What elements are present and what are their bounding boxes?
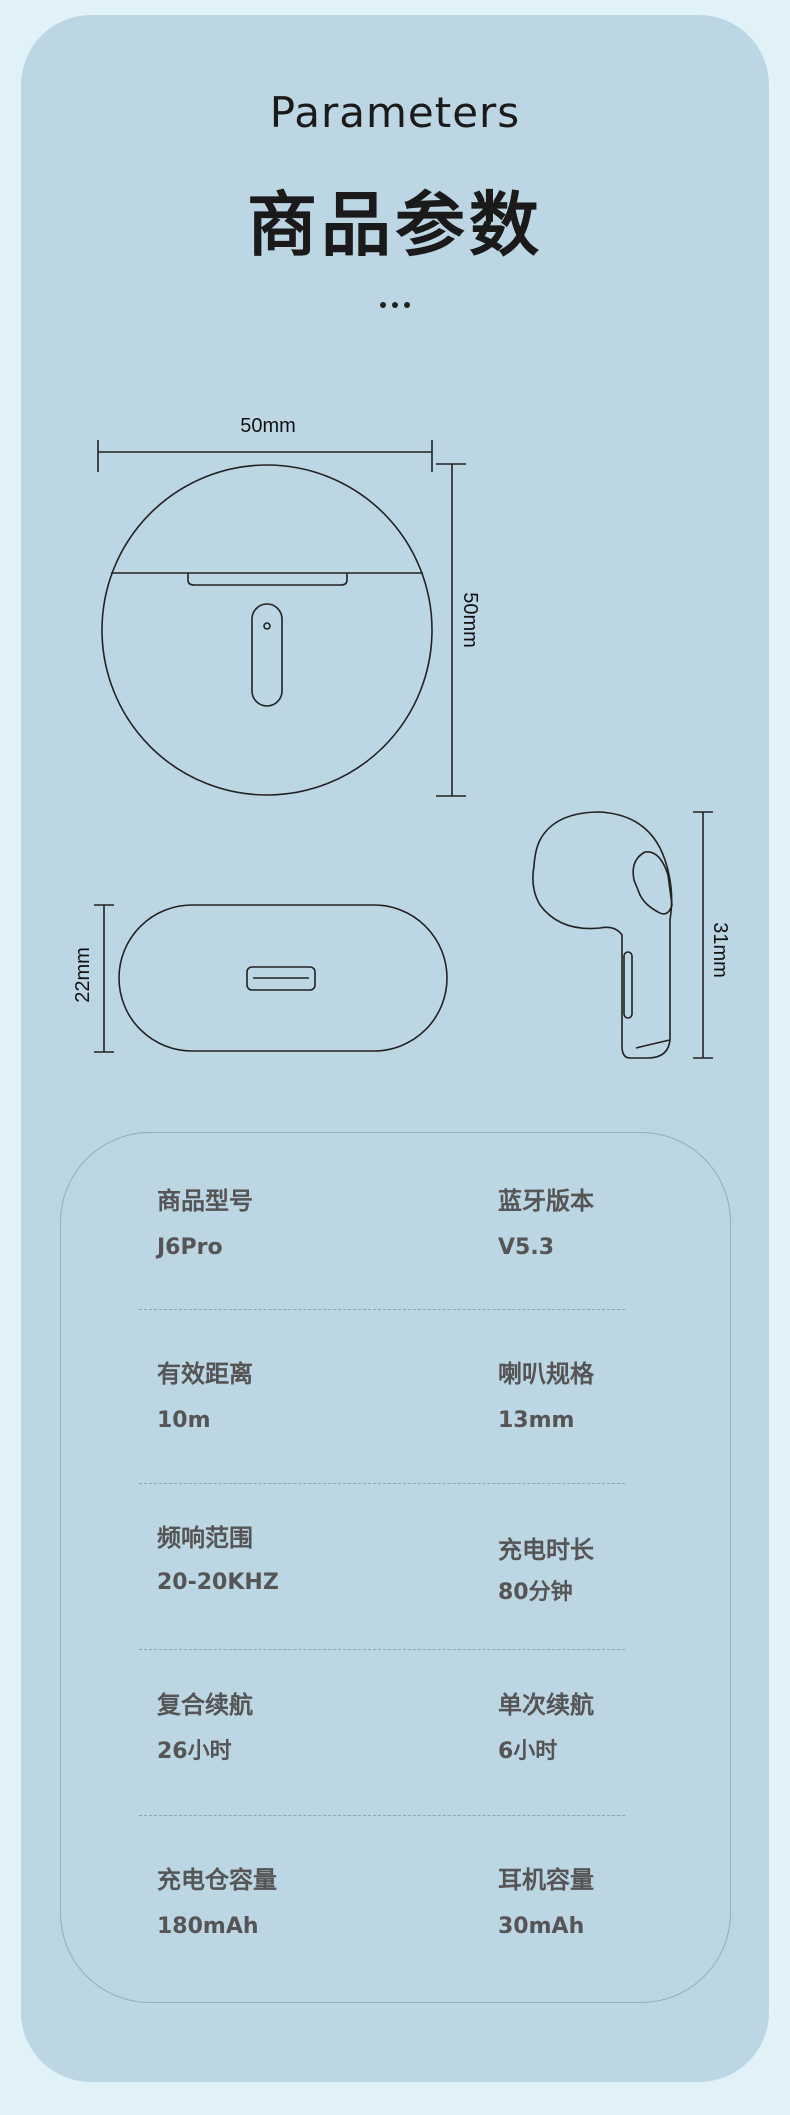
case-side-view bbox=[118, 904, 448, 1052]
spec-label: 有效距离 bbox=[157, 1360, 253, 1388]
case-depth-label: 22mm bbox=[72, 947, 94, 1003]
dot-icon bbox=[392, 302, 398, 308]
spec-value: 20-20KHZ bbox=[157, 1570, 279, 1595]
spec-label: 单次续航 bbox=[498, 1691, 594, 1719]
spec-label: 喇叭规格 bbox=[498, 1360, 594, 1388]
spec-label: 商品型号 bbox=[157, 1187, 253, 1215]
spec-value: J6Pro bbox=[157, 1235, 223, 1260]
spec-item-range: 有效距离 10m bbox=[157, 1362, 417, 1432]
spec-item-model: 商品型号 J6Pro bbox=[157, 1189, 417, 1259]
spec-label: 充电仓容量 bbox=[157, 1866, 277, 1894]
spec-value: 30mAh bbox=[498, 1914, 585, 1939]
spec-label: 蓝牙版本 bbox=[498, 1187, 594, 1215]
product-dimension-drawing: 50mm 50mm 22mm 31mm bbox=[72, 415, 731, 1059]
page-title-english: Parameters bbox=[269, 88, 521, 137]
spec-value: 6小时 bbox=[498, 1739, 558, 1764]
earbud-height-dimension-line bbox=[693, 811, 713, 1059]
dot-icon bbox=[404, 302, 410, 308]
spec-item-total-battery-life: 复合续航 26小时 bbox=[157, 1693, 417, 1763]
spec-item-earbud-capacity: 耳机容量 30mAh bbox=[498, 1868, 758, 1938]
spec-label: 复合续航 bbox=[157, 1691, 253, 1719]
case-width-label: 50mm bbox=[240, 415, 296, 437]
dashed-divider bbox=[139, 1649, 625, 1650]
spec-item-bluetooth-version: 蓝牙版本 V5.3 bbox=[498, 1189, 758, 1259]
case-height-label: 50mm bbox=[459, 592, 481, 648]
case-width-dimension-line bbox=[97, 440, 433, 472]
spec-item-case-capacity: 充电仓容量 180mAh bbox=[157, 1868, 417, 1938]
spec-label: 频响范围 bbox=[157, 1524, 253, 1552]
case-top-view bbox=[101, 464, 433, 796]
spec-value: 26小时 bbox=[157, 1739, 232, 1764]
spec-item-single-battery-life: 单次续航 6小时 bbox=[498, 1693, 758, 1763]
case-height-dimension-line bbox=[436, 463, 466, 797]
spec-item-charging-time: 充电时长 80分钟 bbox=[498, 1538, 758, 1604]
dashed-divider bbox=[139, 1483, 625, 1484]
ellipsis-decoration bbox=[0, 302, 790, 308]
spec-value: 80分钟 bbox=[498, 1580, 573, 1605]
spec-item-frequency-response: 频响范围 20-20KHZ bbox=[157, 1526, 417, 1594]
spec-item-speaker-size: 喇叭规格 13mm bbox=[498, 1362, 758, 1432]
case-depth-dimension-line bbox=[94, 904, 114, 1053]
spec-label: 充电时长 bbox=[498, 1536, 594, 1564]
dashed-divider bbox=[139, 1815, 625, 1816]
spec-label: 耳机容量 bbox=[498, 1866, 594, 1894]
spec-value: 10m bbox=[157, 1408, 211, 1433]
spec-value: 180mAh bbox=[157, 1914, 259, 1939]
earbud-height-label: 31mm bbox=[709, 922, 731, 978]
spec-card: 商品型号 J6Pro 蓝牙版本 V5.3 有效距离 10m 喇叭规格 13mm … bbox=[60, 1132, 731, 2003]
spec-value: V5.3 bbox=[498, 1235, 554, 1260]
dot-icon bbox=[380, 302, 386, 308]
dashed-divider bbox=[139, 1309, 625, 1310]
spec-value: 13mm bbox=[498, 1408, 575, 1433]
page-title-chinese: 商品参数 bbox=[247, 184, 543, 266]
earbud-side-view bbox=[532, 811, 673, 1059]
